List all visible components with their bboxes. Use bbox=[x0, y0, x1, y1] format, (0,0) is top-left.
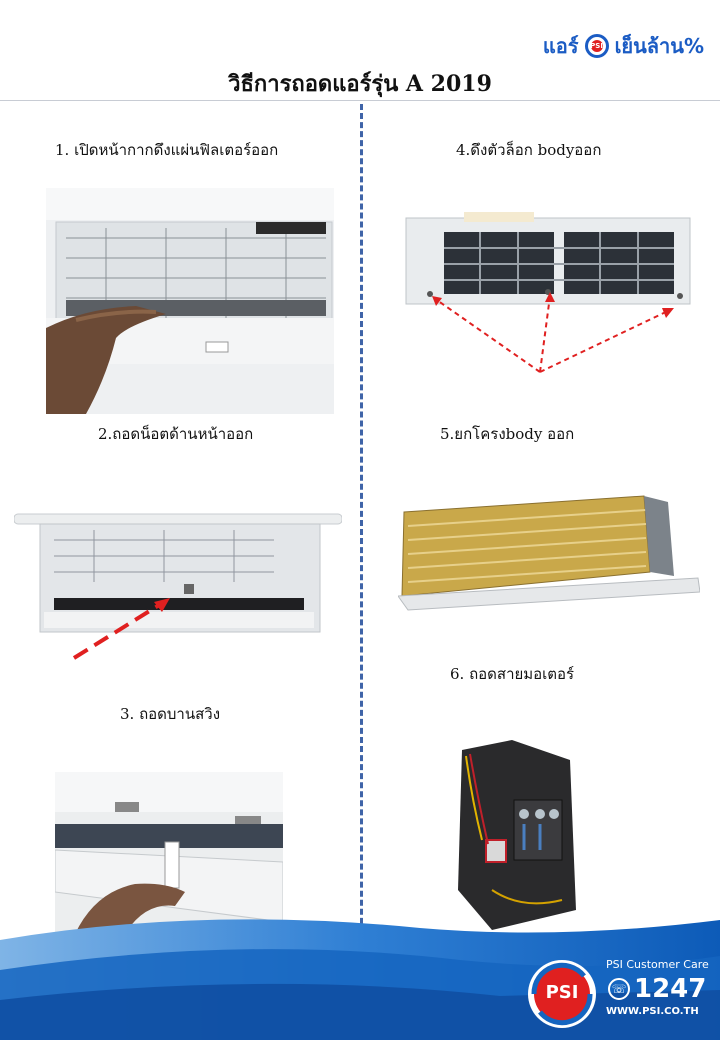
step-3-photo bbox=[55, 772, 283, 934]
footer-logo-text: PSI bbox=[545, 982, 579, 1003]
step-4-photo bbox=[404, 212, 692, 382]
hotline: ☏ 1247 bbox=[608, 974, 706, 1004]
step-2-photo bbox=[14, 512, 342, 662]
column-divider bbox=[360, 104, 363, 960]
phone-icon: ☏ bbox=[608, 978, 630, 1000]
customer-care-label: PSI Customer Care bbox=[606, 958, 709, 971]
hotline-number: 1247 bbox=[634, 974, 707, 1004]
step-5-photo bbox=[398, 492, 700, 612]
step-3-label: 3. ถอดบานสวิง bbox=[120, 705, 221, 723]
step-5-label: 5.ยกโครงbody ออก bbox=[440, 425, 575, 443]
brand-left-text: แอร์ bbox=[542, 34, 579, 58]
step-6-label: 6. ถอดสายมอเตอร์ bbox=[450, 665, 575, 683]
website-link[interactable]: WWW.PSI.CO.TH bbox=[606, 1006, 699, 1017]
step-2-label: 2.ถอดน็อตด้านหน้าออก bbox=[98, 425, 254, 443]
page-title: วิธีการถอดแอร์รุ่น A 2019 bbox=[228, 71, 492, 97]
step-1-label: 1. เปิดหน้ากากดึงแผ่นฟิลเตอร์ออก bbox=[55, 141, 279, 159]
step-1-photo bbox=[46, 188, 334, 414]
brand-header: แอร์ PSI เย็นล้าน% bbox=[543, 30, 704, 62]
psi-logo-icon: PSI bbox=[584, 34, 609, 58]
step-4-label: 4.ดึงตัวล็อก bodyออก bbox=[456, 141, 602, 159]
brand-right-text: เย็นล้าน% bbox=[614, 34, 704, 58]
psi-footer-logo-icon bbox=[526, 958, 598, 1030]
step-6-photo bbox=[452, 740, 580, 932]
title-divider bbox=[0, 100, 720, 101]
